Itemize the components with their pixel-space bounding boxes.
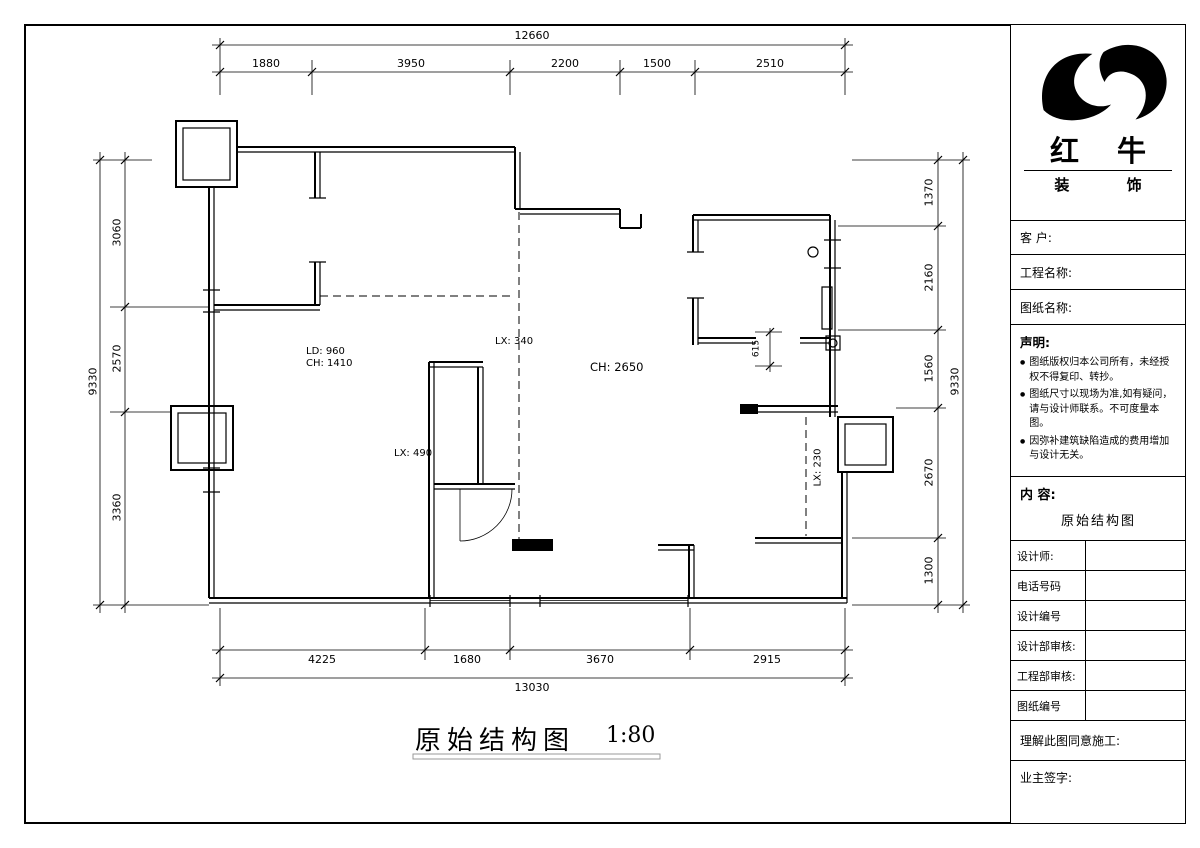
brand-rule	[1024, 170, 1172, 171]
dim-right-seg-2: 1560	[922, 354, 936, 383]
room-label-lx490: LX: 490	[394, 448, 433, 459]
drawing-name-row: 图纸名称:	[1011, 289, 1185, 324]
door-swing-arc	[459, 488, 513, 542]
statement-item: ● 因弥补建筑缺陷造成的费用增加与设计无关。	[1020, 435, 1177, 464]
drawing-name-label: 图纸名称:	[1020, 300, 1073, 315]
dim-right-seg-0: 1370	[922, 178, 936, 207]
dim-left-total: 9330	[86, 367, 100, 396]
engineering-review-label: 工程部审核:	[1017, 669, 1076, 683]
brand-name: 红 牛	[1049, 134, 1161, 168]
cell-divider	[1085, 691, 1086, 720]
dim-bottom-seg-3: 2915	[753, 653, 781, 666]
room-label-ch2650: CH: 2650	[590, 360, 644, 374]
project-name-row: 工程名称:	[1011, 254, 1185, 289]
title-block: 红 牛 装 饰 客 户: 工程名称: 图纸名称: 声明: ● 图纸版权归本公司所…	[1010, 25, 1185, 823]
dim-top-total: 12660	[514, 29, 550, 42]
design-no-label: 设计编号	[1017, 609, 1061, 623]
logo-area: 红 牛 装 饰	[1011, 25, 1185, 220]
agreement-row: 理解此图同意施工:	[1011, 720, 1185, 760]
content-label: 内 容:	[1020, 488, 1056, 503]
dim-right-seg-3: 2670	[922, 458, 936, 487]
bull-logo-icon	[1042, 44, 1167, 121]
dim-mini-615: 615	[751, 339, 762, 358]
dim-left-seg-1: 2570	[110, 344, 124, 373]
statement-block: 声明: ● 图纸版权归本公司所有，未经授权不得复印、转抄。 ● 图纸尺寸以现场为…	[1011, 324, 1185, 476]
bullet-icon: ●	[1020, 437, 1026, 445]
owner-signature-row: 业主签字:	[1011, 760, 1185, 823]
fixture-circle	[807, 246, 819, 258]
fixture-circle	[828, 338, 838, 348]
room-label-ch1410: CH: 1410	[306, 358, 353, 369]
dimension-lines	[93, 38, 970, 686]
dim-bottom-seg-0: 4225	[308, 653, 336, 666]
dim-top-seg-1: 3950	[397, 57, 425, 70]
design-review-label: 设计部审核:	[1017, 639, 1076, 653]
statement-item: ● 图纸版权归本公司所有，未经授权不得复印、转抄。	[1020, 356, 1177, 385]
statement-item: ● 图纸尺寸以现场为准,如有疑问，请与设计师联系。不可度量本图。	[1020, 388, 1177, 432]
dim-bottom-seg-2: 3670	[586, 653, 614, 666]
dim-bottom-seg-1: 1680	[453, 653, 481, 666]
design-no-row: 设计编号	[1011, 600, 1185, 630]
dim-bottom-total: 13030	[514, 681, 550, 694]
dim-left-seg-0: 3060	[110, 218, 124, 247]
dim-top-seg-4: 2510	[756, 57, 784, 70]
dim-left-seg-2: 3360	[110, 493, 124, 522]
statement-title: 声明:	[1020, 335, 1050, 350]
drawing-scale: 1:80	[606, 723, 656, 748]
phone-label: 电话号码	[1017, 579, 1061, 593]
shaft-top-left	[175, 120, 238, 188]
phone-row: 电话号码	[1011, 570, 1185, 600]
dim-right-total: 9330	[948, 367, 962, 396]
client-row: 客 户:	[1011, 220, 1185, 254]
agreement-label: 理解此图同意施工:	[1020, 734, 1121, 748]
dim-top-seg-0: 1880	[252, 57, 280, 70]
bullet-icon: ●	[1020, 391, 1026, 398]
engineering-review-row: 工程部审核:	[1011, 660, 1185, 690]
caption-underline	[412, 753, 661, 760]
dashed-beam-lines	[320, 212, 807, 540]
dim-right-seg-1: 2160	[922, 263, 936, 292]
shaft-left-middle	[170, 405, 234, 471]
designer-label: 设计师:	[1017, 549, 1054, 563]
drawing-no-label: 图纸编号	[1017, 699, 1061, 713]
room-label-lx230: LX: 230	[812, 448, 824, 487]
cell-divider	[1085, 571, 1086, 600]
drawing-caption: 原始结构图	[415, 726, 576, 756]
room-label-ld: LD: 960	[306, 346, 345, 357]
brand-subtitle: 装 饰	[1054, 176, 1168, 194]
cell-divider	[1085, 631, 1086, 660]
page-border	[24, 24, 1186, 824]
bullet-icon: ●	[1020, 359, 1026, 366]
project-name-label: 工程名称:	[1020, 265, 1073, 280]
dim-right-seg-4: 1300	[922, 556, 936, 585]
room-label-lx340: LX: 340	[495, 336, 534, 347]
wall-stub	[740, 404, 758, 414]
content-value: 原始结构图	[1060, 514, 1136, 529]
designer-row: 设计师:	[1011, 540, 1185, 570]
shaft-right-middle	[837, 416, 894, 473]
cell-divider	[1085, 601, 1086, 630]
wall-stub	[512, 539, 553, 551]
walls-main	[208, 146, 847, 599]
cell-divider	[1085, 541, 1086, 570]
dimension-ticks	[95, 40, 968, 683]
drawing-no-row: 图纸编号	[1011, 690, 1185, 720]
cell-divider	[1085, 661, 1086, 690]
content-block: 内 容: 原始结构图	[1011, 476, 1185, 540]
design-review-row: 设计部审核:	[1011, 630, 1185, 660]
walls-secondary	[203, 151, 848, 607]
dim-top-seg-2: 2200	[551, 57, 579, 70]
owner-signature-label: 业主签字:	[1020, 771, 1073, 785]
client-label: 客 户:	[1020, 231, 1052, 245]
dim-top-seg-3: 1500	[643, 57, 671, 70]
